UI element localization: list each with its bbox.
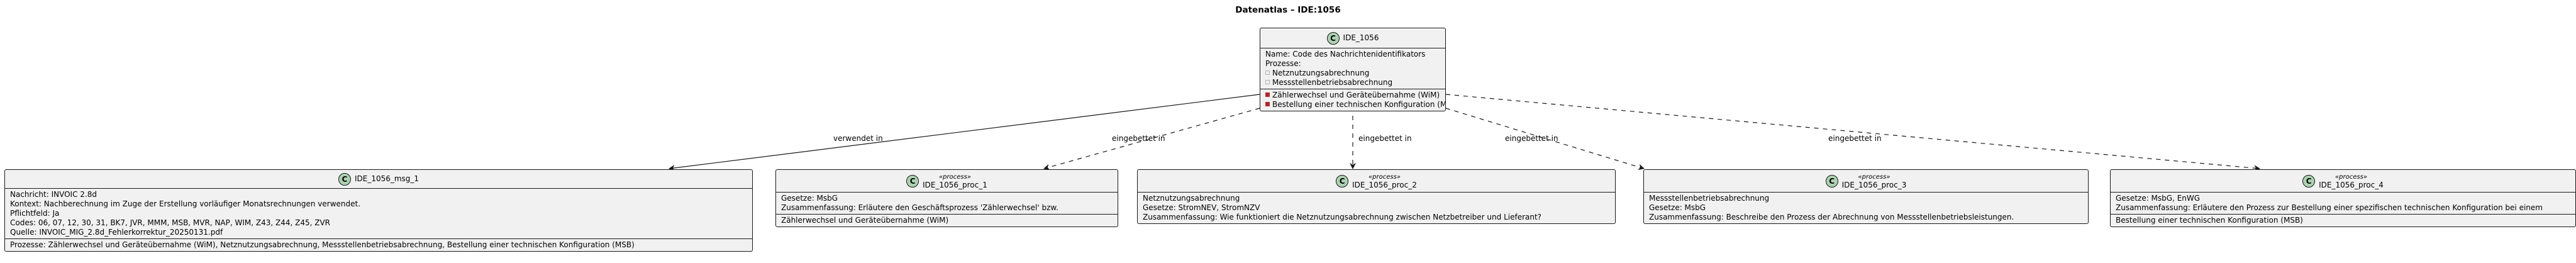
edge-label-proc1: eingebettet in [1112,134,1165,143]
filled-square-icon [1265,92,1270,97]
class-badge-icon: C [2302,174,2316,187]
class-name: IDE_1056_msg_1 [354,174,419,183]
method-line: Bestellung einer technischen Konfigurati… [1265,100,1445,109]
class-stereotype: «process» [1368,173,1401,181]
class-stereotype: «process» [938,173,971,181]
field-line: Gesetze: MsbG [781,194,838,203]
field-line: Zusammenfassung: Beschreibe den Prozess … [1649,213,2014,221]
filled-square-icon [1265,102,1270,106]
field-section: Messstellenbetriebsabrechnung Gesetze: M… [1644,193,2088,223]
class-node-ide-1056-proc-2[interactable]: C «process» IDE_1056_proc_2 Netznutzungs… [1137,169,1616,224]
field-line: Quelle: INVOIC_MIG_2.8d_Fehlerkorrektur_… [10,228,223,237]
class-name: IDE_1056_proc_3 [1841,180,1907,189]
field-section: Name: Code des Nachrichtenidentifikators… [1260,48,1445,89]
edge-main-to-proc4 [1445,94,2260,172]
method-line: Prozesse: Zählerwechsel und Geräteüberna… [10,240,635,249]
class-badge-icon: C [1326,31,1340,45]
field-line: Prozesse: [1265,59,1301,68]
method-section: Prozesse: Zählerwechsel und Geräteüberna… [5,238,752,251]
field-line: Netznutzungsabrechnung [1265,69,1440,78]
method-section: Zählerwechsel und Geräteübernahme (WiM) [776,214,1118,227]
class-header: C «process» IDE_1056_proc_2 [1138,170,1615,193]
class-node-ide-1056-proc-4[interactable]: C «process» IDE_1056_proc_4 Gesetze: Msb… [2110,169,2576,227]
field-line: Netznutzungsabrechnung [1143,194,1240,203]
class-header: C «process» IDE_1056_proc_4 [2111,170,2575,193]
edge-label-proc2: eingebettet in [1358,134,1412,143]
field-line: Messstellenbetriebsabrechnung [1649,194,1770,203]
field-line: Gesetze: MsbG [1649,203,1706,212]
field-line: Nachricht: INVOIC 2.8d [10,190,97,199]
class-header: C «process» IDE_1056_proc_3 [1644,170,2088,193]
field-line: Zusammenfassung: Erläutere den Geschäfts… [781,203,1058,212]
edge-main-to-proc1 [1043,108,1260,171]
edge-label-proc3: eingebettet in [1505,134,1558,143]
field-section: Netznutzungsabrechnung Gesetze: StromNEV… [1138,193,1615,223]
diagram-title: Datenatlas – IDE:1056 [1235,5,1341,15]
field-line: Messstellenbetriebsabrechnung [1265,78,1440,87]
class-name: IDE_1056_proc_4 [2319,180,2384,189]
field-line: Zusammenfassung: Erläutere den Prozess z… [2116,203,2543,212]
class-badge-icon: C [1336,174,1349,187]
class-node-ide-1056-proc-1[interactable]: C «process» IDE_1056_proc_1 Gesetze: Msb… [775,169,1118,227]
class-badge-icon: C [906,174,919,187]
method-line: Zählerwechsel und Geräteübernahme (WiM) [781,216,949,225]
class-name: IDE_1056_proc_1 [923,180,987,189]
class-node-ide-1056[interactable]: C IDE_1056 Name: Code des Nachrichtenide… [1260,28,1446,111]
class-name: IDE_1056 [1343,33,1379,42]
field-line: Pflichtfeld: Ja [10,209,60,218]
field-line: Zusammenfassung: Wie funktioniert die Ne… [1143,213,1542,221]
class-badge-icon: C [338,172,351,186]
class-header: C «process» IDE_1056_proc_1 [776,170,1118,193]
method-section: Zählerwechsel und Geräteübernahme (WiM) … [1260,89,1445,111]
field-line: Name: Code des Nachrichtenidentifikators [1265,50,1426,59]
field-line: Gesetze: MsbG, EnWG [2116,194,2201,203]
edge-label-proc4: eingebettet in [1828,134,1882,143]
class-name: IDE_1056_proc_2 [1352,180,1417,189]
class-badge-icon: C [1825,174,1838,187]
class-header: C IDE_1056_msg_1 [5,170,752,189]
edge-label-msg1: verwendet in [833,134,883,143]
field-section: Nachricht: INVOIC 2.8d Kontext: Nachbere… [5,189,752,238]
field-section: Gesetze: MsbG, EnWG Zusammenfassung: Erl… [2111,193,2575,214]
field-line: Gesetze: StromNEV, StromNZV [1143,203,1260,212]
method-line: Bestellung einer technischen Konfigurati… [2116,216,2303,225]
class-node-ide-1056-proc-3[interactable]: C «process» IDE_1056_proc_3 Messstellenb… [1643,169,2089,224]
field-line: Codes: 06, 07, 12, 30, 31, BK7, JVR, MMM… [10,218,331,227]
hollow-square-icon [1265,80,1270,84]
class-header: C IDE_1056 [1260,28,1445,48]
class-node-ide-1056-msg-1[interactable]: C IDE_1056_msg_1 Nachricht: INVOIC 2.8d … [4,169,753,252]
edge-main-to-msg1 [669,94,1260,171]
field-line: Kontext: Nachberechnung im Zuge der Erst… [10,199,361,208]
field-section: Gesetze: MsbG Zusammenfassung: Erläutere… [776,193,1118,214]
class-stereotype: «process» [1858,173,1890,181]
class-stereotype: «process» [2334,173,2367,181]
hollow-square-icon [1265,70,1270,75]
method-line: Zählerwechsel und Geräteübernahme (WiM) [1265,91,1440,100]
method-section: Bestellung einer technischen Konfigurati… [2111,214,2575,227]
